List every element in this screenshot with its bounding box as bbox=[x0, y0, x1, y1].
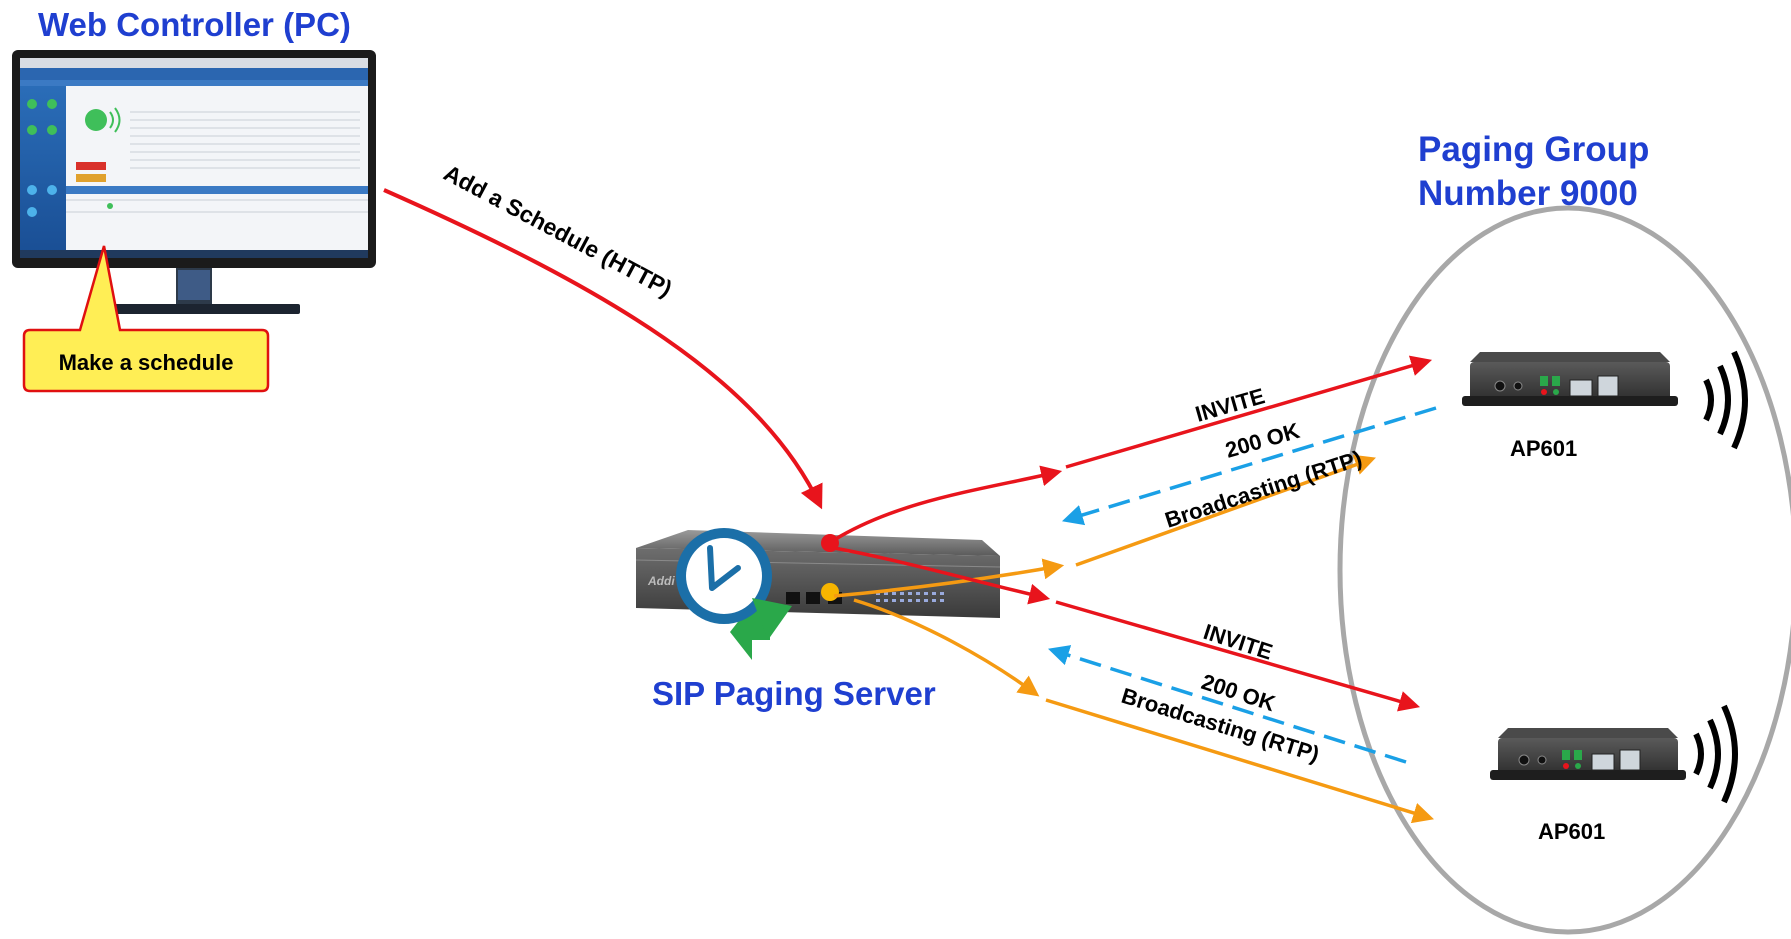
ap601-device-2 bbox=[1490, 728, 1686, 780]
invite-label-2: INVITE bbox=[1200, 619, 1275, 665]
http-arrow bbox=[383, 188, 823, 510]
ap601-label-2: AP601 bbox=[1538, 819, 1606, 844]
monitor-screen bbox=[20, 58, 368, 258]
sip-server-title: SIP Paging Server bbox=[652, 675, 936, 712]
pc-monitor bbox=[12, 50, 376, 314]
paging-group-title-line1: Paging Group bbox=[1418, 130, 1650, 169]
rtp-arrow-2 bbox=[1045, 698, 1435, 824]
speaker-icon bbox=[85, 109, 107, 131]
svg-text:Addi: Addi bbox=[647, 574, 675, 588]
sound-wave-icon-2 bbox=[1693, 704, 1738, 804]
sip-paging-server: Addi bbox=[635, 528, 1001, 660]
rtp-arrow-1-tail bbox=[833, 558, 1065, 598]
ap601-label-1: AP601 bbox=[1510, 436, 1578, 461]
invite-arrow-1-tail bbox=[833, 465, 1063, 542]
invite-arrow-2 bbox=[1055, 600, 1421, 712]
paging-group-ellipse bbox=[1337, 205, 1791, 935]
ok-arrow-1 bbox=[1061, 406, 1437, 526]
ok-label-1: 200 OK bbox=[1222, 418, 1302, 463]
ap601-device-1 bbox=[1462, 352, 1678, 406]
web-controller-title: Web Controller (PC) bbox=[38, 6, 351, 43]
ok-arrow-2 bbox=[1047, 645, 1407, 764]
app-sidebar bbox=[20, 86, 66, 252]
invite-arrow-1 bbox=[1065, 355, 1433, 469]
server-yellow-dot bbox=[821, 583, 839, 601]
rtp-arrow-1 bbox=[1075, 454, 1376, 567]
green-arrow-icon bbox=[708, 604, 770, 660]
sound-wave-icon-1 bbox=[1703, 350, 1748, 450]
rtp-arrow-2-tail bbox=[853, 598, 1040, 697]
invite-arrow-2-tail bbox=[833, 546, 1051, 605]
monitor-stand-base bbox=[96, 304, 300, 314]
callout-text: Make a schedule bbox=[59, 350, 234, 375]
paging-group-title-line2: Number 9000 bbox=[1418, 174, 1638, 213]
make-schedule-callout: Make a schedule bbox=[22, 245, 270, 393]
paging-group-title: Paging Group Number 9000 bbox=[1418, 128, 1649, 216]
